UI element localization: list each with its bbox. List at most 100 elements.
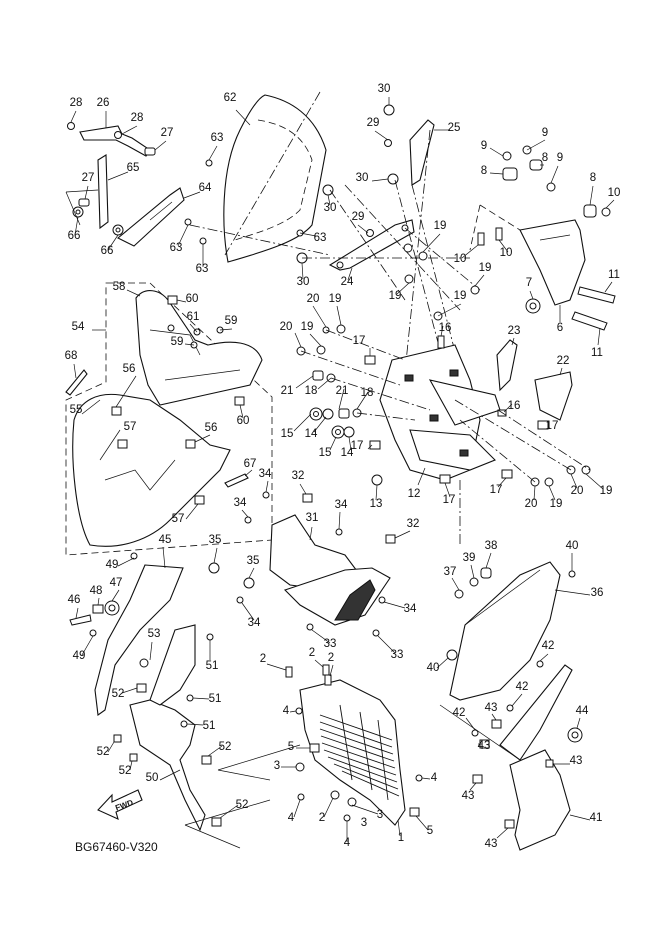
callout-c10a: 10 <box>608 187 621 199</box>
callout-c49a: 49 <box>106 559 119 571</box>
callout-c17a: 17 <box>353 335 366 347</box>
callout-c52b: 52 <box>97 746 110 758</box>
callout-c32a: 32 <box>292 470 305 482</box>
inner-panel-31 <box>269 514 391 626</box>
bolts-10-11 <box>461 227 616 346</box>
callout-c4d: 4 <box>344 837 351 849</box>
callout-c3a: 3 <box>274 760 280 772</box>
callout-c51a: 51 <box>206 660 219 672</box>
callout-c20c: 20 <box>571 485 584 497</box>
callout-c19e: 19 <box>329 293 342 305</box>
callout-c57a: 57 <box>124 421 137 433</box>
callout-c67: 67 <box>244 458 257 470</box>
callout-c20d: 20 <box>525 498 538 510</box>
cowling-stay-12 <box>379 344 501 486</box>
radiator-fasteners <box>184 659 431 849</box>
callout-c41: 41 <box>590 812 603 824</box>
radiator-cover-1 <box>299 679 406 837</box>
callout-c50: 50 <box>146 772 159 784</box>
bracket-25 <box>409 119 450 186</box>
callout-c10b: 10 <box>454 253 467 265</box>
callout-c30b: 30 <box>356 172 369 184</box>
callout-c23: 23 <box>508 325 521 337</box>
side-panel-fasteners <box>69 552 239 827</box>
bracket-23 <box>496 337 518 392</box>
callout-c40b: 40 <box>427 662 440 674</box>
callout-c30a: 30 <box>378 83 391 95</box>
callout-c55: 55 <box>70 404 83 416</box>
callout-c33a: 33 <box>324 638 337 650</box>
callout-c15b: 15 <box>319 447 332 459</box>
callout-c20b: 20 <box>280 321 293 333</box>
callout-c64: 64 <box>199 182 212 194</box>
callout-c32b: 32 <box>407 518 420 530</box>
callout-c45: 45 <box>159 534 172 546</box>
callout-c3c: 3 <box>361 817 367 829</box>
callout-c63d: 63 <box>314 232 327 244</box>
callout-c58: 58 <box>113 281 126 293</box>
callout-c37: 37 <box>444 566 457 578</box>
callout-c19b: 19 <box>479 262 492 274</box>
callout-c19g: 19 <box>600 485 613 497</box>
callout-c16b: 16 <box>508 400 521 412</box>
callout-c51c: 51 <box>203 720 216 732</box>
callout-c14b: 14 <box>341 447 354 459</box>
callout-c52c: 52 <box>219 741 232 753</box>
callout-c20a: 20 <box>307 293 320 305</box>
callout-c5a: 5 <box>288 741 294 753</box>
callout-c4c: 4 <box>288 812 295 824</box>
callout-c25: 25 <box>448 122 461 134</box>
callout-c7: 7 <box>526 277 532 289</box>
headlight-cover-58 <box>126 289 263 406</box>
callout-c43b: 43 <box>478 740 491 752</box>
callout-c16a: 16 <box>439 322 452 334</box>
front-cowl-55 <box>72 393 231 547</box>
callout-c44: 44 <box>576 705 589 717</box>
callout-c62: 62 <box>224 92 237 104</box>
callout-c60b: 60 <box>237 415 250 427</box>
callout-c35b: 35 <box>247 555 260 567</box>
callout-c66a: 66 <box>68 230 81 242</box>
callout-c60a: 60 <box>186 293 199 305</box>
callout-c21b: 21 <box>336 385 349 397</box>
callout-c36: 36 <box>591 587 604 599</box>
callout-c49b: 49 <box>73 650 86 662</box>
callout-c19h: 19 <box>550 498 563 510</box>
lower-cowl-41 <box>499 664 591 851</box>
callout-c17b: 17 <box>546 420 559 432</box>
callout-c8c: 8 <box>590 172 596 184</box>
callout-c59b: 59 <box>171 336 184 348</box>
callout-c5b: 5 <box>427 825 433 837</box>
callout-c2b: 2 <box>309 647 315 659</box>
callout-c63b: 63 <box>170 242 183 254</box>
callout-c43e: 43 <box>485 838 498 850</box>
callout-c9a: 9 <box>542 127 548 139</box>
windscreen-stay-64 <box>116 187 201 247</box>
callout-c15a: 15 <box>281 428 294 440</box>
side-cowl-36 <box>449 561 591 701</box>
callout-c59a: 59 <box>225 315 238 327</box>
callout-c42b: 42 <box>516 681 529 693</box>
callout-c3b: 3 <box>377 809 383 821</box>
callout-c22: 22 <box>557 355 570 367</box>
forward-arrow-icon: FWD <box>97 789 143 820</box>
windscreen-62 <box>223 94 327 263</box>
bracket-24 <box>328 219 415 281</box>
callout-c31: 31 <box>306 512 319 524</box>
callout-c52d: 52 <box>119 765 132 777</box>
callout-c2d: 2 <box>319 812 325 824</box>
callout-c2c: 2 <box>328 652 334 664</box>
callout-c19f: 19 <box>301 321 314 333</box>
callout-c34e: 34 <box>404 603 417 615</box>
callout-c29b: 29 <box>352 211 365 223</box>
callout-c52a: 52 <box>112 688 125 700</box>
callout-c12: 12 <box>408 488 421 500</box>
callout-c34b: 34 <box>234 497 247 509</box>
callout-c11a: 11 <box>608 269 620 281</box>
lower-cowl-fasteners <box>439 653 583 839</box>
callout-c52e: 52 <box>236 799 249 811</box>
callout-c63c: 63 <box>196 263 209 275</box>
callout-c8b: 8 <box>481 165 487 177</box>
